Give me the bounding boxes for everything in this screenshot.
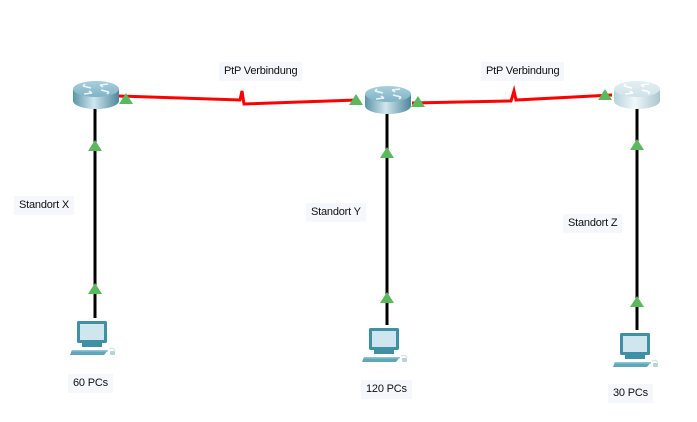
site-label-x: Standort X: [14, 196, 74, 215]
router-icon: [364, 85, 412, 115]
port-up-icon: [88, 283, 102, 294]
router-x[interactable]: [72, 80, 120, 110]
port-up-icon: [630, 296, 644, 307]
pc-x[interactable]: [69, 320, 116, 356]
port-up-icon: [88, 140, 102, 151]
port-up-icon: [630, 139, 644, 150]
router-y[interactable]: [364, 85, 412, 115]
serial-link-x-y[interactable]: [117, 90, 358, 106]
router-icon: [72, 80, 120, 110]
link-label-y-z: PtP Verbindung: [481, 62, 565, 81]
pc-label-z: 30 PCs: [608, 384, 653, 403]
pc-z[interactable]: [612, 332, 659, 368]
pc-icon: [69, 320, 116, 356]
port-up-icon: [380, 292, 394, 303]
pc-y[interactable]: [361, 327, 408, 363]
router-z[interactable]: [613, 80, 661, 110]
link-label-x-y: PtP Verbindung: [219, 62, 303, 81]
port-up-icon: [380, 147, 394, 158]
site-label-z: Standort Z: [563, 214, 623, 233]
router-icon: [613, 80, 661, 110]
pc-icon: [361, 327, 408, 363]
pc-icon: [612, 332, 659, 368]
site-label-y: Standort Y: [306, 203, 366, 222]
pc-label-y: 120 PCs: [361, 380, 412, 399]
pc-label-x: 60 PCs: [68, 374, 113, 393]
serial-link-y-z[interactable]: [411, 85, 613, 105]
